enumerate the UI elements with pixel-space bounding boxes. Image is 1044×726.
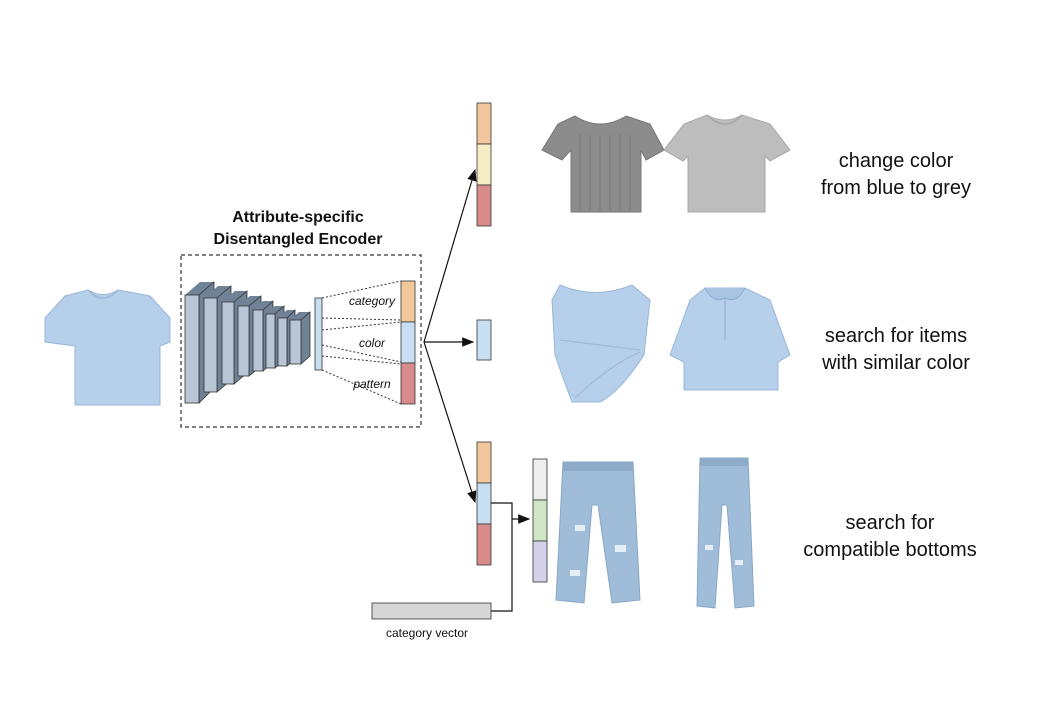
caption-3-line2: compatible bottoms — [803, 539, 976, 561]
embedding-category-slot — [400, 280, 416, 323]
cnn-layer — [289, 311, 311, 365]
color-only-embedding — [476, 319, 492, 361]
caption-2-line2: with similar color — [821, 352, 970, 374]
disentangled-embedding — [400, 280, 416, 405]
manipulated-embedding-grey — [476, 102, 492, 227]
ripped-jeans-icon — [555, 461, 641, 604]
output-arrows — [423, 168, 477, 504]
embedding-color-slot — [400, 321, 416, 364]
arrow-to-compatible-search — [423, 341, 477, 504]
query-embedding — [476, 441, 492, 566]
projection-lines — [321, 280, 402, 405]
caption-2-line1: search for items — [825, 325, 967, 347]
feature-vector — [314, 297, 323, 371]
embedding-pattern-slot — [400, 362, 416, 405]
grey-tshirt-icon — [663, 114, 791, 213]
blue-tshirt-icon — [44, 289, 171, 406]
blue-crossover-top-icon — [551, 284, 651, 403]
category-vector-label: category vector — [386, 626, 468, 640]
skinny-jeans-icon — [696, 457, 755, 609]
caption-1-line2: from blue to grey — [821, 177, 971, 199]
arrow-to-color-change — [423, 168, 477, 343]
category-vector — [371, 602, 492, 620]
slot-label-category: category — [349, 294, 396, 308]
target-category-embedding — [532, 458, 548, 583]
encoder-title-line2: Disentangled Encoder — [214, 231, 383, 248]
cnn-layers — [184, 281, 311, 404]
blue-collar-top-icon — [669, 287, 791, 391]
caption-3-line1: search for — [846, 512, 935, 534]
slot-label-color: color — [359, 336, 386, 350]
ribbed-grey-top-icon — [541, 115, 665, 213]
caption-1-line1: change color — [839, 150, 954, 172]
encoder-box — [180, 254, 422, 428]
encoder-title-line1: Attribute-specific — [232, 209, 364, 226]
slot-label-pattern: pattern — [352, 377, 391, 391]
compatibility-connectors — [491, 502, 531, 612]
